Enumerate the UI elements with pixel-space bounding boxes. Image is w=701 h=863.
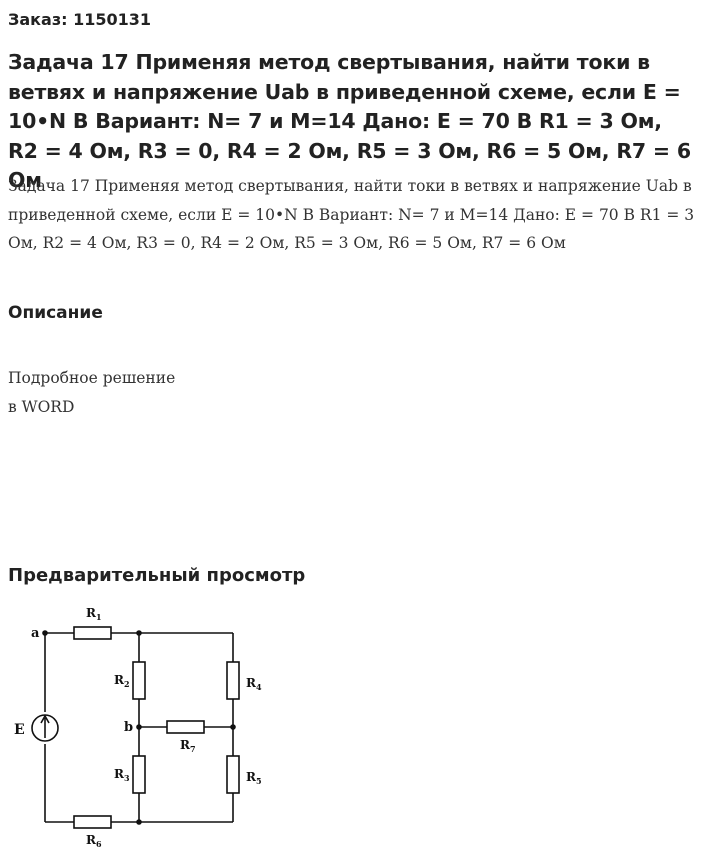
- resistor-r6: [73, 815, 112, 829]
- order-number: Заказ: 1150131: [8, 10, 152, 29]
- resistor-r5: [226, 755, 240, 794]
- r4-label: R4: [246, 676, 262, 692]
- description-line: в WORD: [8, 398, 75, 416]
- node-b-label: b: [124, 720, 133, 735]
- r1-label: R1: [86, 606, 102, 622]
- page-title: Задача 17 Применяя метод свертывания, на…: [8, 50, 691, 192]
- resistor-r2: [132, 661, 146, 700]
- r5-label: R5: [246, 770, 262, 786]
- resistor-r1: [73, 626, 112, 640]
- junction-dot: [136, 630, 142, 636]
- voltage-source: [31, 714, 59, 742]
- resistor-r4: [226, 661, 240, 700]
- source-label: E: [14, 722, 25, 738]
- node-b-dot: [136, 724, 142, 730]
- description-line: Подробное решение: [8, 369, 176, 387]
- junction-dot: [136, 819, 142, 825]
- r7-label: R7: [180, 738, 196, 754]
- task-description: Задача 17 Применяя метод свертывания, на…: [8, 177, 695, 252]
- r3-label: R3: [114, 767, 130, 783]
- r6-label: R6: [86, 833, 102, 849]
- node-a-dot: [42, 630, 48, 636]
- resistor-r3: [132, 755, 146, 794]
- junction-dot: [230, 724, 236, 730]
- r2-label: R2: [114, 673, 130, 689]
- resistor-r7: [166, 720, 205, 734]
- node-a-label: a: [31, 626, 40, 641]
- circuit-schematic: a b E R1 R2 R3 R4 R5 R6 R7: [14, 606, 262, 849]
- description-heading: Описание: [8, 303, 103, 323]
- description-body: Подробное решение в WORD: [8, 364, 175, 422]
- preview-heading: Предварительный просмотр: [8, 565, 306, 586]
